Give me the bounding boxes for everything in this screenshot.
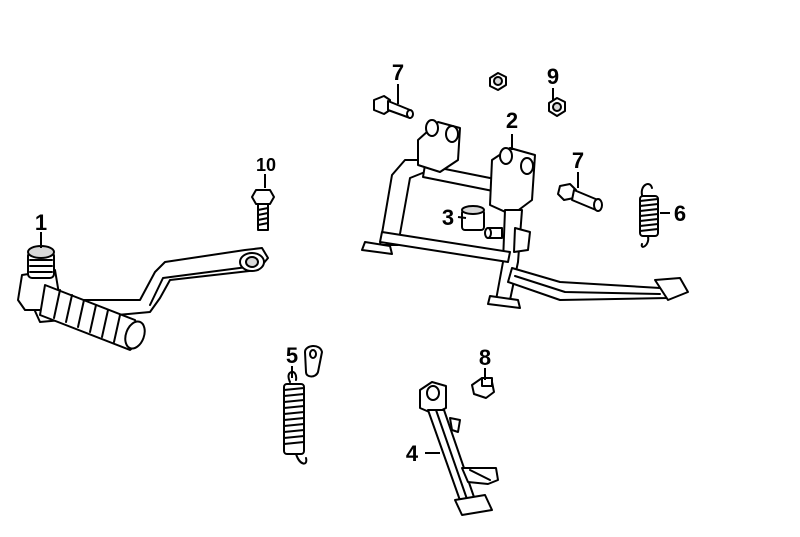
kick-lever-bolt — [251, 189, 275, 231]
callout-collar: 3 — [442, 205, 454, 230]
collar — [461, 205, 485, 231]
stopper-rubber — [471, 377, 495, 399]
main-stand — [361, 119, 689, 309]
callout-side-stand: 4 — [406, 441, 419, 466]
nut-right — [548, 97, 566, 117]
callout-side-stand-spring: 5 — [286, 343, 298, 368]
callout-main-stand: 2 — [506, 108, 518, 133]
leader-3 — [457, 216, 467, 219]
collar-pin — [484, 227, 503, 239]
bolt-right — [557, 183, 603, 212]
leader-lines — [40, 84, 670, 454]
callout-stopper-rubber: 8 — [479, 345, 491, 370]
kick-starter-lever — [17, 245, 269, 351]
callout-main-stand-spring: 6 — [674, 201, 686, 226]
main-stand-spring — [639, 183, 659, 248]
side-stand-spring — [283, 371, 308, 465]
spring-clip — [304, 345, 323, 378]
callout-bolt-right: 7 — [572, 148, 584, 173]
callout-kick-bolt: 10 — [256, 155, 276, 175]
bolt-upper — [373, 95, 414, 119]
side-stand — [419, 381, 499, 516]
callouts: 1 2 3 4 5 6 7 7 8 9 10 — [35, 60, 686, 466]
callout-bolt-upper: 7 — [392, 60, 404, 85]
nut-left — [489, 72, 507, 91]
callout-kick-lever: 1 — [35, 210, 47, 235]
callout-nut: 9 — [547, 64, 559, 89]
